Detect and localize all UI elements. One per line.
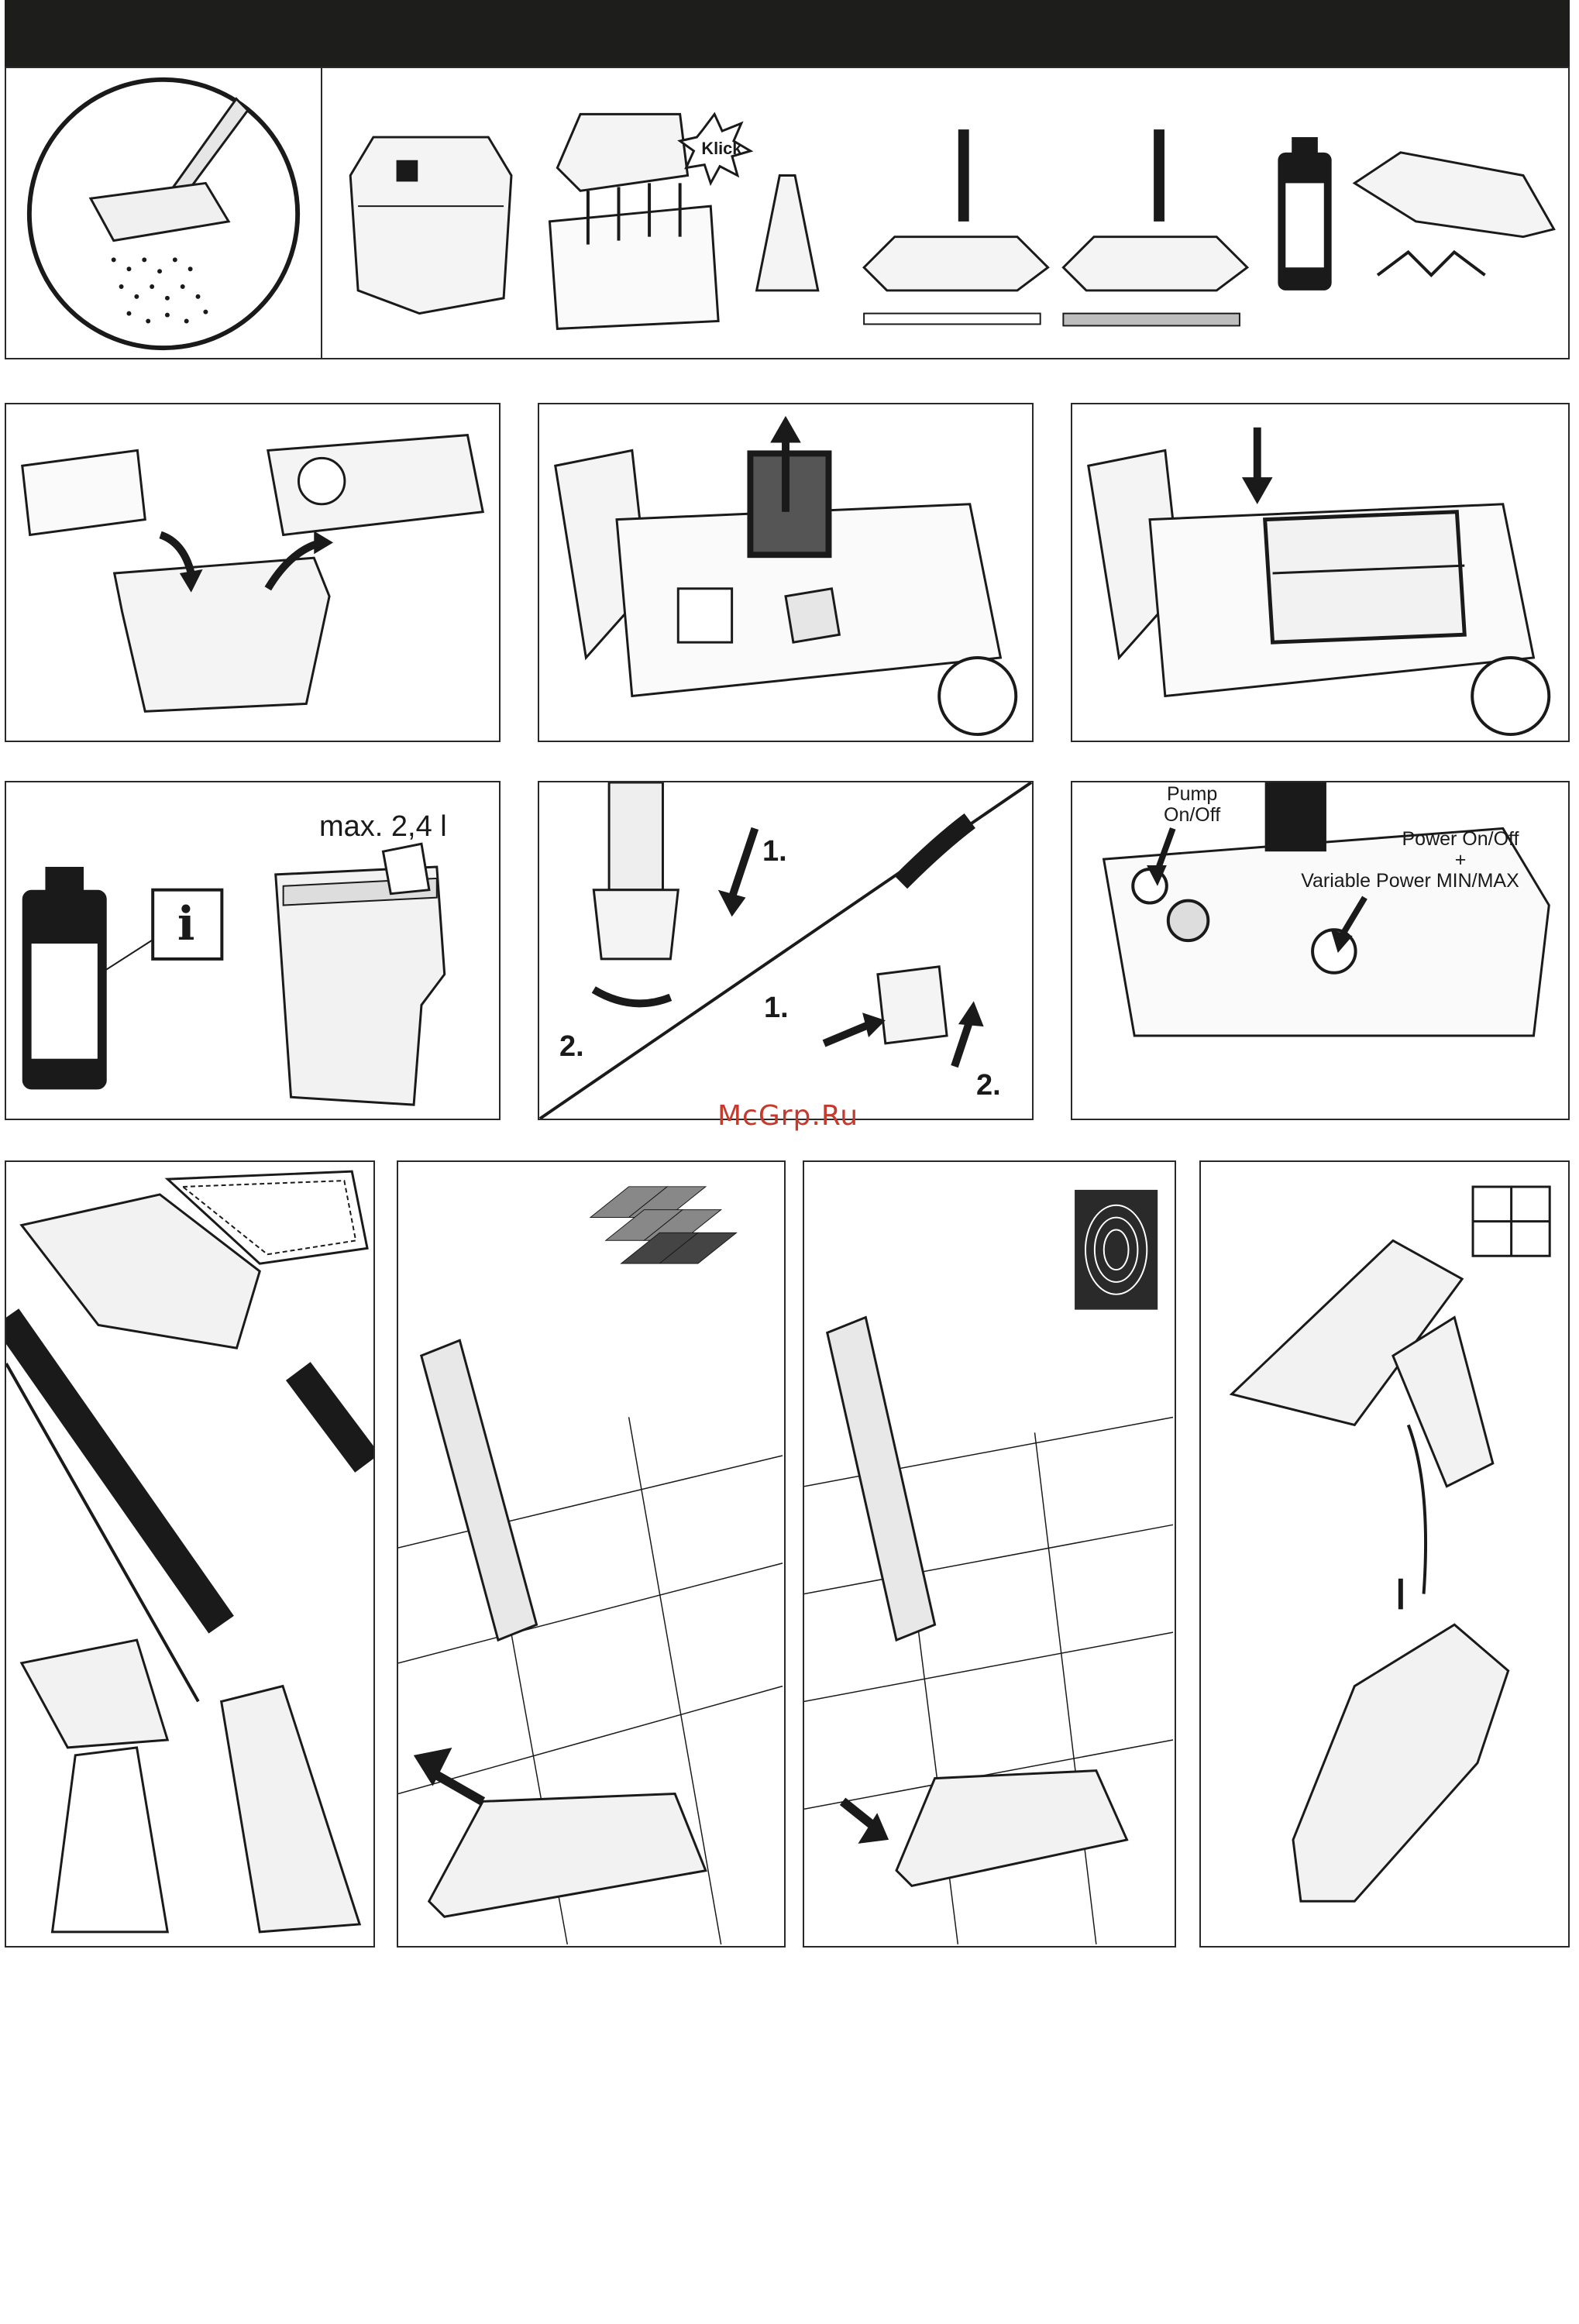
step-tile-floor — [397, 1160, 786, 1948]
overview-round-panel — [5, 67, 322, 359]
step-filter-assembly — [5, 403, 501, 742]
step-label-1b: 1. — [764, 992, 789, 1024]
pump-label-line2: On/Off — [1164, 804, 1221, 826]
watermark: McGrp.Ru — [717, 1100, 859, 1132]
power-label-line3: Variable Power MIN/MAX — [1301, 870, 1519, 892]
wash-carpet-illustration — [26, 77, 301, 351]
accessories-illustration: Klick — [349, 112, 1556, 330]
power-label: Power On/Off + Variable Power MIN/MAX — [1255, 829, 1565, 892]
controls-illustration — [1102, 782, 1550, 1037]
max-volume-label: max. 2,4 l — [319, 810, 447, 843]
step-remove-filter — [538, 403, 1034, 742]
connect-hose-illustration — [539, 782, 1032, 1119]
fill-water-illustration: i — [22, 842, 446, 1106]
power-label-line2: + — [1454, 849, 1467, 871]
wood-floor-illustration — [804, 1189, 1174, 1944]
remove-filter-illustration — [554, 415, 1018, 737]
power-label-line1: Power On/Off — [1402, 828, 1519, 850]
insert-basket-illustration — [1087, 427, 1551, 737]
svg-text:Klick: Klick — [701, 139, 742, 158]
pump-label: Pump On/Off — [1164, 784, 1220, 826]
info-icon: i — [177, 897, 195, 951]
accessories-panel: Klick — [321, 67, 1570, 359]
step-carpet-assembly — [5, 1160, 375, 1948]
pump-label-line1: Pump — [1166, 783, 1218, 805]
carpet-assembly-illustration — [6, 1170, 373, 1934]
step-label-2b: 2. — [976, 1069, 1001, 1102]
window-cleaning-illustration — [1229, 1185, 1551, 1903]
tile-floor-illustration — [398, 1186, 783, 1945]
header-bar — [5, 0, 1570, 67]
step-label-1: 1. — [762, 835, 787, 868]
filter-assembly-illustration — [21, 434, 485, 713]
step-controls: Pump On/Off Power On/Off + Variable Powe… — [1071, 781, 1570, 1120]
step-window-cleaning — [1199, 1160, 1570, 1948]
step-label-2: 2. — [559, 1030, 584, 1063]
step-insert-basket — [1071, 403, 1570, 742]
step-wood-floor — [803, 1160, 1176, 1948]
step-connect-hose: 1. 2. 1. 2. — [538, 781, 1034, 1120]
step-fill-water: i max. 2,4 l — [5, 781, 501, 1120]
